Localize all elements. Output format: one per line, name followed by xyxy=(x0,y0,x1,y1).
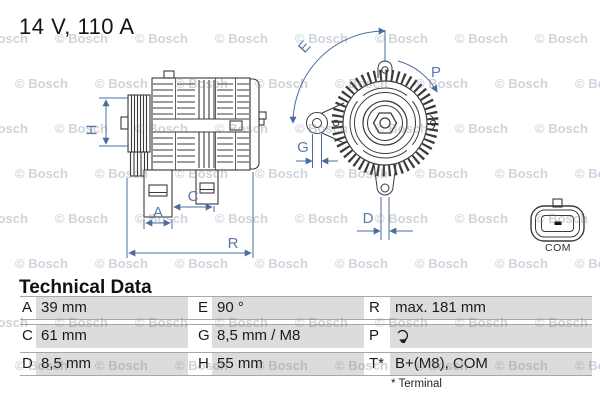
cooling-fin-ring xyxy=(331,69,439,177)
dimension-R xyxy=(126,172,254,258)
row-value: 90 ° xyxy=(212,297,364,319)
rotation-direction-icon xyxy=(397,329,409,343)
dimension-E xyxy=(289,27,386,124)
side-view-dimension-labels: H A C R xyxy=(84,125,239,252)
row-value: max. 181 mm xyxy=(390,297,592,319)
dimension-A xyxy=(143,219,173,229)
section-heading: Technical Data xyxy=(19,277,152,298)
stator-body xyxy=(151,70,251,171)
dimension-P-rotation-arrow xyxy=(397,60,438,93)
row-label: A xyxy=(20,297,36,319)
spec-title: 14 V, 110 A xyxy=(19,14,135,39)
label-D: D xyxy=(363,210,374,227)
dimension-H xyxy=(99,97,129,147)
row-label: C xyxy=(20,325,36,348)
row-value: 55 mm xyxy=(212,353,364,375)
row-value: 61 mm xyxy=(36,325,188,348)
row-label: H xyxy=(196,353,212,375)
com-connector: COM xyxy=(530,198,585,254)
b-plus-terminal-stub xyxy=(258,111,267,120)
row-value xyxy=(390,325,592,348)
label-P: P xyxy=(431,64,441,81)
connector-tab xyxy=(552,198,563,208)
row-label: T* xyxy=(367,353,390,375)
dimension-G xyxy=(296,134,338,168)
dimension-C xyxy=(173,203,215,212)
table-row: A 39 mm E 90 ° R max. 181 mm xyxy=(20,296,592,320)
front-view-dimensions xyxy=(289,27,438,240)
row-label: R xyxy=(367,297,390,319)
row-label: P xyxy=(367,325,390,348)
terminal-footnote: * Terminal xyxy=(391,378,442,390)
label-E: E xyxy=(295,38,314,57)
table-row: D 8,5 mm H 55 mm T* B+(M8), COM xyxy=(20,352,592,376)
label-C: C xyxy=(188,188,199,205)
row-value: 8,5 mm / M8 xyxy=(212,325,364,348)
mounting-feet xyxy=(143,169,219,218)
row-value: 8,5 mm xyxy=(36,353,188,375)
table-row: C 61 mm G 8,5 mm / M8 P xyxy=(20,324,592,348)
row-label: D xyxy=(20,353,36,375)
label-R: R xyxy=(228,235,239,252)
alternator-side-view xyxy=(120,70,267,218)
connector-label: COM xyxy=(545,242,571,254)
label-A: A xyxy=(153,204,163,221)
bottom-lug xyxy=(373,163,397,196)
row-label: E xyxy=(196,297,212,319)
rear-housing xyxy=(249,78,267,170)
connector-pin xyxy=(554,221,562,225)
dimension-D xyxy=(357,197,413,240)
shaft-nut xyxy=(372,112,398,134)
row-value: B+(M8), COM xyxy=(390,353,592,375)
side-view-dimensions xyxy=(99,97,254,258)
label-G: G xyxy=(297,139,309,156)
row-value: 39 mm xyxy=(36,297,188,319)
alternator-front-view xyxy=(306,60,439,196)
label-H: H xyxy=(84,125,101,136)
row-label: G xyxy=(196,325,212,348)
pulley xyxy=(120,94,151,177)
right-lug xyxy=(429,115,436,131)
